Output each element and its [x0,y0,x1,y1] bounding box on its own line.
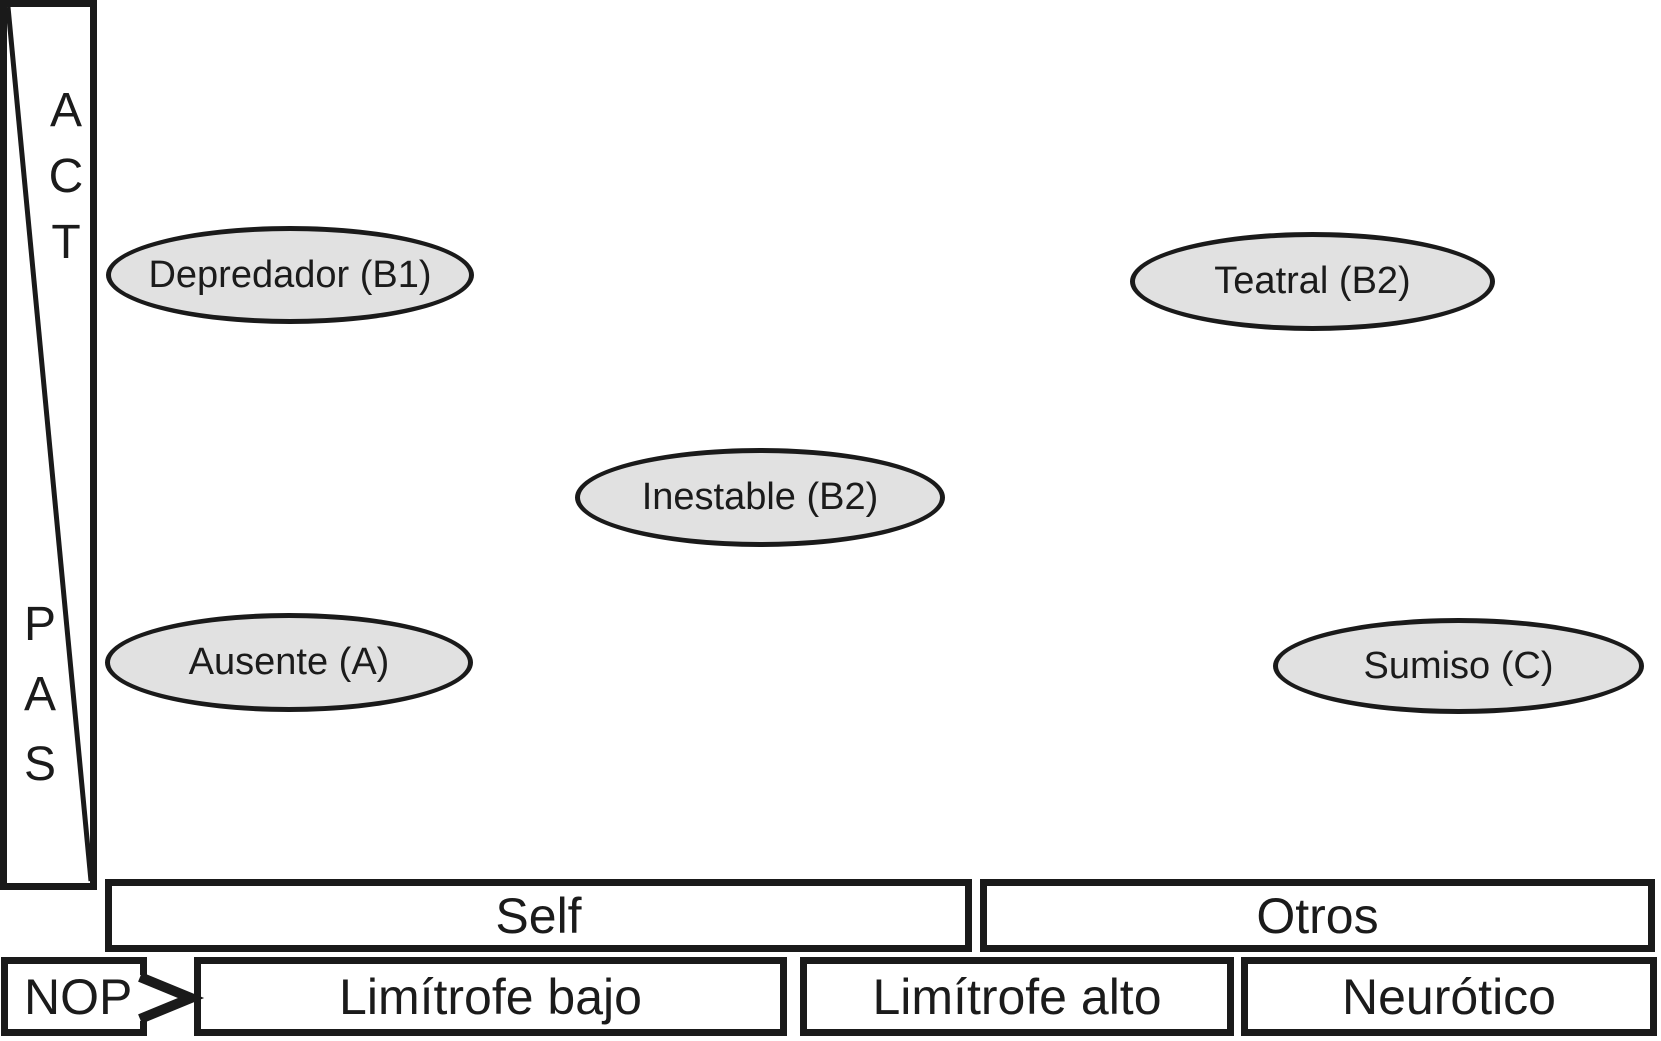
axis-segment-otros: Otros [980,879,1655,952]
activity-axis-label-pas: PAS [23,598,56,791]
arrow-right-icon [138,972,205,1024]
axis-segment-limitrofe-bajo: Limítrofe bajo [194,957,787,1036]
axis-segment-limitrofe-alto: Limítrofe alto [800,957,1234,1036]
node-depredador: Depredador (B1) [106,226,474,324]
node-ausente: Ausente (A) [105,613,473,712]
node-inestable: Inestable (B2) [575,448,945,547]
nop-axis-title-box: NOP [1,957,147,1036]
node-label: Depredador (B1) [148,253,432,296]
node-label: Ausente (A) [188,641,390,683]
node-label: Inestable (B2) [641,476,879,518]
node-teatral: Teatral (B2) [1130,232,1495,331]
node-label: Teatral (B2) [1214,260,1411,302]
activity-axis-label-act: ACT [48,84,84,269]
node-sumiso: Sumiso (C) [1273,618,1644,714]
node-label: Sumiso (C) [1363,644,1554,687]
axis-segment-self: Self [105,879,972,952]
axis-segment-neurotico: Neurótico [1241,957,1657,1036]
